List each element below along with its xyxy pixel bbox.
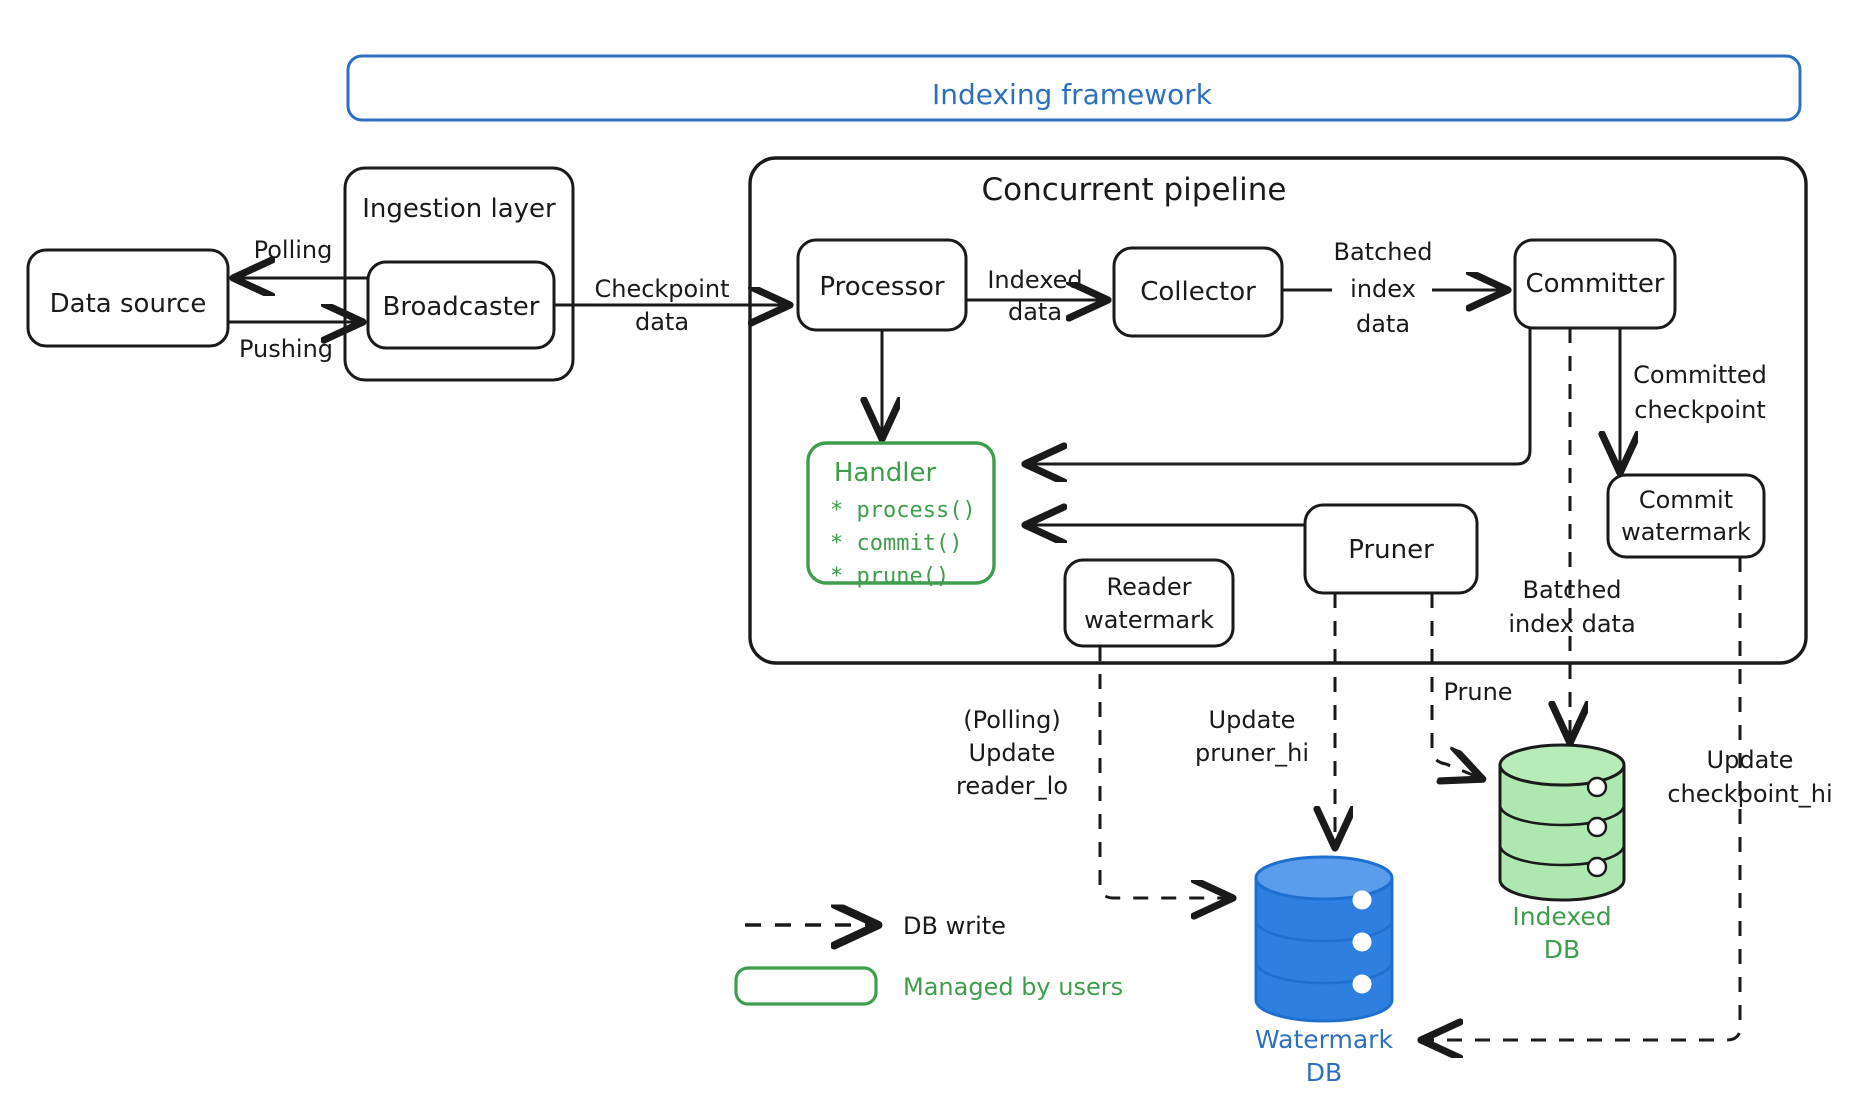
edge-label-committed-checkpoint-l2: checkpoint (1634, 396, 1765, 424)
db-indexed-db[interactable]: Indexed DB (1498, 743, 1626, 964)
node-handler-method-commit: * commit() (830, 531, 962, 556)
db-indexed-db-line2: DB (1544, 935, 1580, 964)
concurrent-pipeline-title: Concurrent pipeline (982, 172, 1287, 208)
edge-label-batched-top-l3: data (1356, 310, 1410, 338)
edge-label-pushing: Pushing (239, 335, 333, 363)
edge-reader-watermark-to-watermark-db (1098, 646, 1230, 898)
node-committer[interactable]: Committer (1513, 238, 1677, 330)
edge-label-reader-lo-l1: (Polling) (963, 706, 1060, 734)
edge-label-reader-lo-l2: Update (969, 739, 1056, 767)
edge-label-batched-bottom-l2: index data (1508, 610, 1635, 638)
edge-label-batched-top-l1: Batched (1334, 238, 1433, 266)
edge-label-checkpoint-data-l1: Checkpoint (594, 275, 729, 303)
frame-ingestion-layer: Ingestion layer (343, 166, 575, 382)
edge-label-indexed-data-l1: Indexed (987, 266, 1082, 294)
edge-label-prune: Prune (1443, 678, 1512, 706)
node-broadcaster[interactable]: Broadcaster (366, 260, 556, 350)
db-watermark-db-line2: DB (1306, 1058, 1342, 1087)
legend-db-write-label: DB write (903, 912, 1006, 940)
node-collector[interactable]: Collector (1112, 246, 1284, 338)
legend: DB write Managed by users (734, 912, 1123, 1006)
frame-concurrent-pipeline: Concurrent pipeline (748, 156, 1808, 665)
db-watermark-db-line1: Watermark (1255, 1025, 1393, 1054)
edge-label-checkpoint-data-l2: data (635, 308, 689, 336)
node-pruner-label: Pruner (1348, 535, 1434, 565)
edge-committer-to-handler (1028, 328, 1532, 464)
node-reader-watermark-line1: Reader (1107, 573, 1192, 601)
edge-prune-to-indexed-db (1430, 593, 1480, 778)
node-pruner[interactable]: Pruner (1303, 503, 1479, 595)
node-processor[interactable]: Processor (796, 238, 968, 332)
edge-label-pruner-hi-l1: Update (1209, 706, 1296, 734)
node-broadcaster-label: Broadcaster (383, 292, 540, 322)
node-commit-watermark-line2: watermark (1621, 518, 1751, 546)
legend-managed-by-users-swatch (734, 966, 878, 1006)
node-committer-label: Committer (1525, 269, 1664, 299)
node-handler-method-prune: * prune() (830, 564, 949, 589)
frame-indexing-framework: Indexing framework (346, 54, 1802, 122)
node-reader-watermark-line2: watermark (1084, 606, 1214, 634)
node-handler[interactable]: Handler * process() * commit() * prune() (806, 441, 996, 589)
indexing-framework-title: Indexing framework (932, 78, 1213, 111)
node-commit-watermark[interactable]: Commit watermark (1606, 473, 1766, 559)
node-data-source[interactable]: Data source (26, 248, 230, 348)
edge-label-checkpoint-hi-l2: checkpoint_hi (1667, 780, 1832, 808)
edge-commit-watermark-to-watermark-db (1424, 557, 1742, 1040)
edge-label-checkpoint-hi-l1: Update (1707, 746, 1794, 774)
node-reader-watermark[interactable]: Reader watermark (1063, 558, 1235, 648)
legend-managed-by-users-label: Managed by users (903, 973, 1123, 1001)
node-handler-method-process: * process() (830, 498, 976, 523)
edge-label-batched-top-l2: index (1350, 275, 1416, 303)
node-commit-watermark-line1: Commit (1639, 486, 1733, 514)
edge-label-committed-checkpoint-l1: Committed (1633, 361, 1767, 389)
edge-label-batched-bottom-l1: Batched (1523, 576, 1622, 604)
edge-label-reader-lo-l3: reader_lo (956, 772, 1068, 800)
edge-label-pruner-hi-l2: pruner_hi (1195, 739, 1309, 767)
edge-label-indexed-data-l2: data (1008, 298, 1062, 326)
db-watermark-db[interactable]: Watermark DB (1254, 855, 1394, 1087)
node-processor-label: Processor (819, 272, 945, 302)
node-handler-title: Handler (834, 458, 937, 488)
node-data-source-label: Data source (50, 289, 207, 319)
db-indexed-db-line1: Indexed (1512, 902, 1611, 931)
edge-label-polling: Polling (254, 236, 333, 264)
ingestion-layer-title: Ingestion layer (362, 194, 556, 224)
node-collector-label: Collector (1140, 277, 1256, 307)
